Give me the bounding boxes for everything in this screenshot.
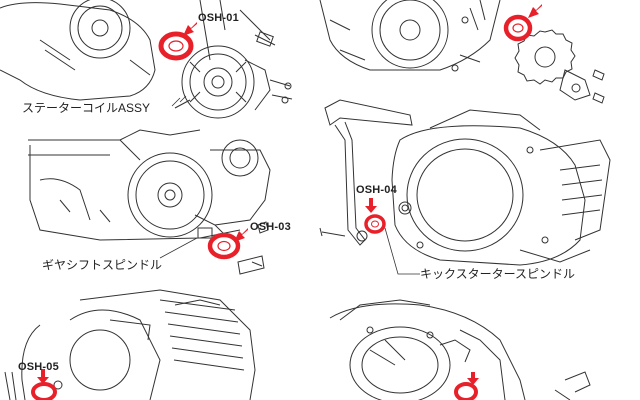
red-arrow-icon: [37, 369, 49, 384]
engine-casing-illustration: [4, 289, 256, 400]
part-name-label: キックスタータースピンドル: [420, 267, 576, 281]
oil-seal-icon: [364, 214, 386, 234]
part-code-label: OSH-01: [198, 12, 239, 24]
engine-casing-illustration: [28, 129, 271, 241]
engine-casing-illustration: [391, 109, 611, 266]
part-name-label: ステーターコイルASSY: [22, 101, 151, 115]
engine-casing-illustration: [0, 0, 276, 101]
red-arrow-icon: [183, 22, 197, 36]
engine-casing-illustration: [319, 0, 501, 72]
leader-lines: [159, 95, 420, 275]
oil-seal-icon: [207, 232, 241, 260]
shift-spindle-parts: [237, 221, 269, 275]
oil-seal-icon: [158, 31, 194, 61]
red-arrow-icon: [365, 198, 377, 213]
part-code-label: OSH-05: [18, 361, 59, 373]
engine-casing-illustration: [329, 299, 591, 400]
sprocket-illustration: [514, 29, 605, 104]
stator-coil-illustration: [174, 45, 293, 119]
part-name-label: ギヤシフトスピンドル: [42, 258, 163, 272]
oil-seal-icon: [503, 14, 533, 42]
red-arrow-icon: [467, 372, 479, 385]
oil-seal-icon: [31, 382, 57, 400]
part-code-label: OSH-03: [250, 221, 291, 233]
oil-seal-icon: [454, 382, 478, 400]
part-code-label: OSH-04: [356, 184, 397, 196]
kick-lever-illustration: [319, 99, 413, 246]
red-arrow-icon: [528, 4, 542, 18]
red-arrow-icon: [234, 228, 248, 242]
